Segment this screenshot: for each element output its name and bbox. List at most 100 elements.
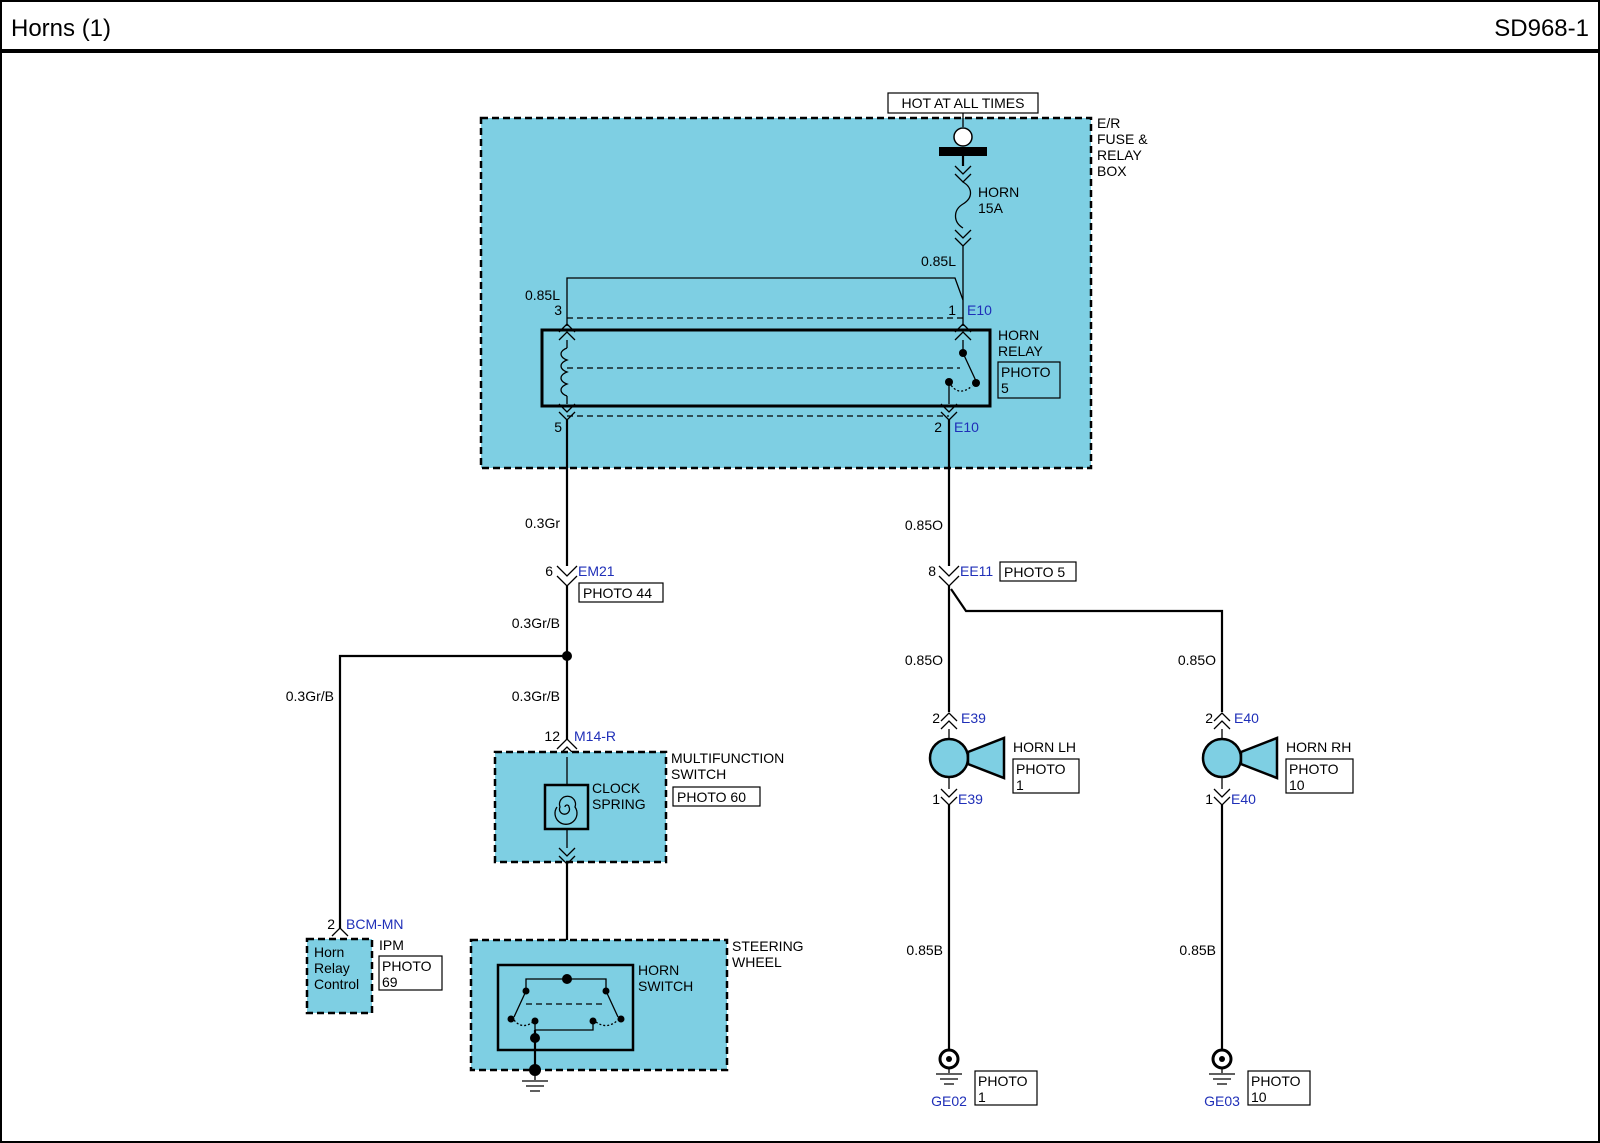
ground-rh-id: GE03 (1204, 1093, 1240, 1109)
wire-label-splice-to-ipm: 0.3Gr/B (286, 688, 334, 704)
fuse-relay-box (479, 116, 1093, 470)
wire-label-splice-to-m14: 0.3Gr/B (512, 688, 560, 704)
horn-switch-label-1: HORN (638, 962, 679, 978)
horn-lh-icon (928, 737, 970, 779)
em21-photo: PHOTO 44 (583, 585, 652, 601)
wire-label-relay-to-ee11: 0.85O (905, 517, 943, 533)
ipm-photo-1: PHOTO (382, 958, 432, 974)
wire-label-ee11-to-horn-rh: 0.85O (1178, 652, 1216, 668)
wire-label-horn-rh-ground: 0.85B (1179, 942, 1216, 958)
ground-rh-photo-box (1247, 1070, 1311, 1106)
horn-rh-photo-2: 10 (1289, 777, 1305, 793)
fuse-name: HORN (978, 184, 1019, 200)
horn-switch (496, 963, 635, 1052)
ground-lh-photo-1: PHOTO (978, 1073, 1028, 1089)
em21-pin: 6 (545, 563, 553, 579)
em21-photo-box (578, 582, 664, 603)
horn-relay-photo-box (997, 361, 1061, 399)
svg-text:RELAY: RELAY (1097, 147, 1143, 163)
power-bus-bar (939, 147, 987, 156)
wire-label-ee11-to-horn-lh: 0.85O (905, 652, 943, 668)
horn-switch-contact-right (605, 990, 619, 1018)
relay-coil-icon (560, 347, 569, 397)
ipm-photo-box (378, 955, 443, 991)
steering-ground-dot (529, 1064, 541, 1076)
fuse-icon (954, 181, 972, 229)
steering-wheel-label-2: WHEEL (732, 954, 782, 970)
m14-connector: M14-R (574, 728, 616, 744)
fuse-box-label: E/R FUSE & RELAY BOX (1097, 115, 1148, 179)
ee11-photo: PHOTO 5 (1004, 564, 1065, 580)
fuse-rating: 15A (978, 200, 1004, 216)
svg-text:E/R: E/R (1097, 115, 1120, 131)
horn-rh-connector-bottom: E40 (1231, 791, 1256, 807)
horn-rh-icon (1201, 737, 1243, 779)
horn-lh-name: HORN LH (1013, 739, 1076, 755)
horn-rh-bell-icon (1239, 736, 1279, 780)
hot-at-all-times-label: HOT AT ALL TIMES (902, 95, 1025, 111)
horn-relay (540, 328, 992, 408)
relay-pin-2: 2 (934, 419, 942, 435)
multifunction-switch-photo-box (672, 786, 761, 807)
ipm-function-3: Control (314, 976, 359, 992)
horn-rh-photo-1: PHOTO (1289, 761, 1339, 777)
ipm-module (305, 937, 374, 1015)
wire-label-relay-to-em21: 0.3Gr (525, 515, 560, 531)
horn-switch-label-2: SWITCH (638, 978, 693, 994)
m14-pin: 12 (544, 728, 560, 744)
horn-lh-photo-box (1012, 758, 1080, 794)
power-source-icon (953, 127, 973, 147)
ground-lh-id: GE02 (931, 1093, 967, 1109)
em21-connector: EM21 (578, 563, 615, 579)
horn-relay-label-2: RELAY (998, 343, 1044, 359)
relay-pin-3: 3 (554, 302, 562, 318)
page-title: Horns (1) (11, 15, 111, 42)
relay-switch-icon (962, 352, 977, 382)
horn-lh-pin-bottom: 1 (932, 791, 940, 807)
ground-rh-icon (1209, 1068, 1235, 1085)
relay-connector-top: E10 (967, 302, 992, 318)
ipm-name: IPM (379, 937, 404, 953)
horn-lh-connector-top: E39 (961, 710, 986, 726)
multifunction-switch-photo: PHOTO 60 (677, 789, 746, 805)
horn-lh-connector-bottom: E39 (958, 791, 983, 807)
wire-label-relay-pin3: 0.85L (525, 287, 560, 303)
steering-wheel (469, 938, 729, 1072)
wire-label-horn-lh-ground: 0.85B (906, 942, 943, 958)
relay-connector-bottom: E10 (954, 419, 979, 435)
horn-lh-pin-top: 2 (932, 710, 940, 726)
ground-rh-photo-1: PHOTO (1251, 1073, 1301, 1089)
horn-switch-contact-left (513, 990, 527, 1018)
multifunction-switch-label-1: MULTIFUNCTION (671, 750, 784, 766)
horn-lh-bell-icon (966, 736, 1006, 780)
diagram-code: SD968-1 (1494, 15, 1589, 42)
clock-spring-label-2: SPRING (592, 796, 646, 812)
horn-rh-name: HORN RH (1286, 739, 1351, 755)
relay-pin-1: 1 (948, 302, 956, 318)
wire-label-fuse-to-relay: 0.85L (921, 253, 956, 269)
ipm-photo-2: 69 (382, 974, 398, 990)
clock-spring-label-1: CLOCK (592, 780, 641, 796)
relay-pin-5: 5 (554, 419, 562, 435)
ipm-pin: 2 (327, 916, 335, 932)
horn-lh-photo-2: 1 (1016, 777, 1024, 793)
ee11-pin: 8 (928, 563, 936, 579)
svg-text:BOX: BOX (1097, 163, 1127, 179)
horn-rh-pin-top: 2 (1205, 710, 1213, 726)
horn-rh-connector-top: E40 (1234, 710, 1259, 726)
horn-relay-label-1: HORN (998, 327, 1039, 343)
ground-rh-photo-2: 10 (1251, 1089, 1267, 1105)
ipm-function-2: Relay (314, 960, 350, 976)
horn-rh-pin-bottom: 1 (1205, 791, 1213, 807)
svg-text:FUSE &: FUSE & (1097, 131, 1148, 147)
horn-rh-photo-box (1285, 758, 1354, 794)
wire-label-em21-to-splice: 0.3Gr/B (512, 615, 560, 631)
clock-spring-icon (554, 795, 578, 825)
ipm-connector: BCM-MN (346, 916, 404, 932)
steering-wheel-label-1: STEERING (732, 938, 804, 954)
ground-lh-icon (936, 1068, 962, 1085)
ground-lh-photo-2: 1 (978, 1089, 986, 1105)
multifunction-switch-label-2: SWITCH (671, 766, 726, 782)
horn-lh-photo-1: PHOTO (1016, 761, 1066, 777)
